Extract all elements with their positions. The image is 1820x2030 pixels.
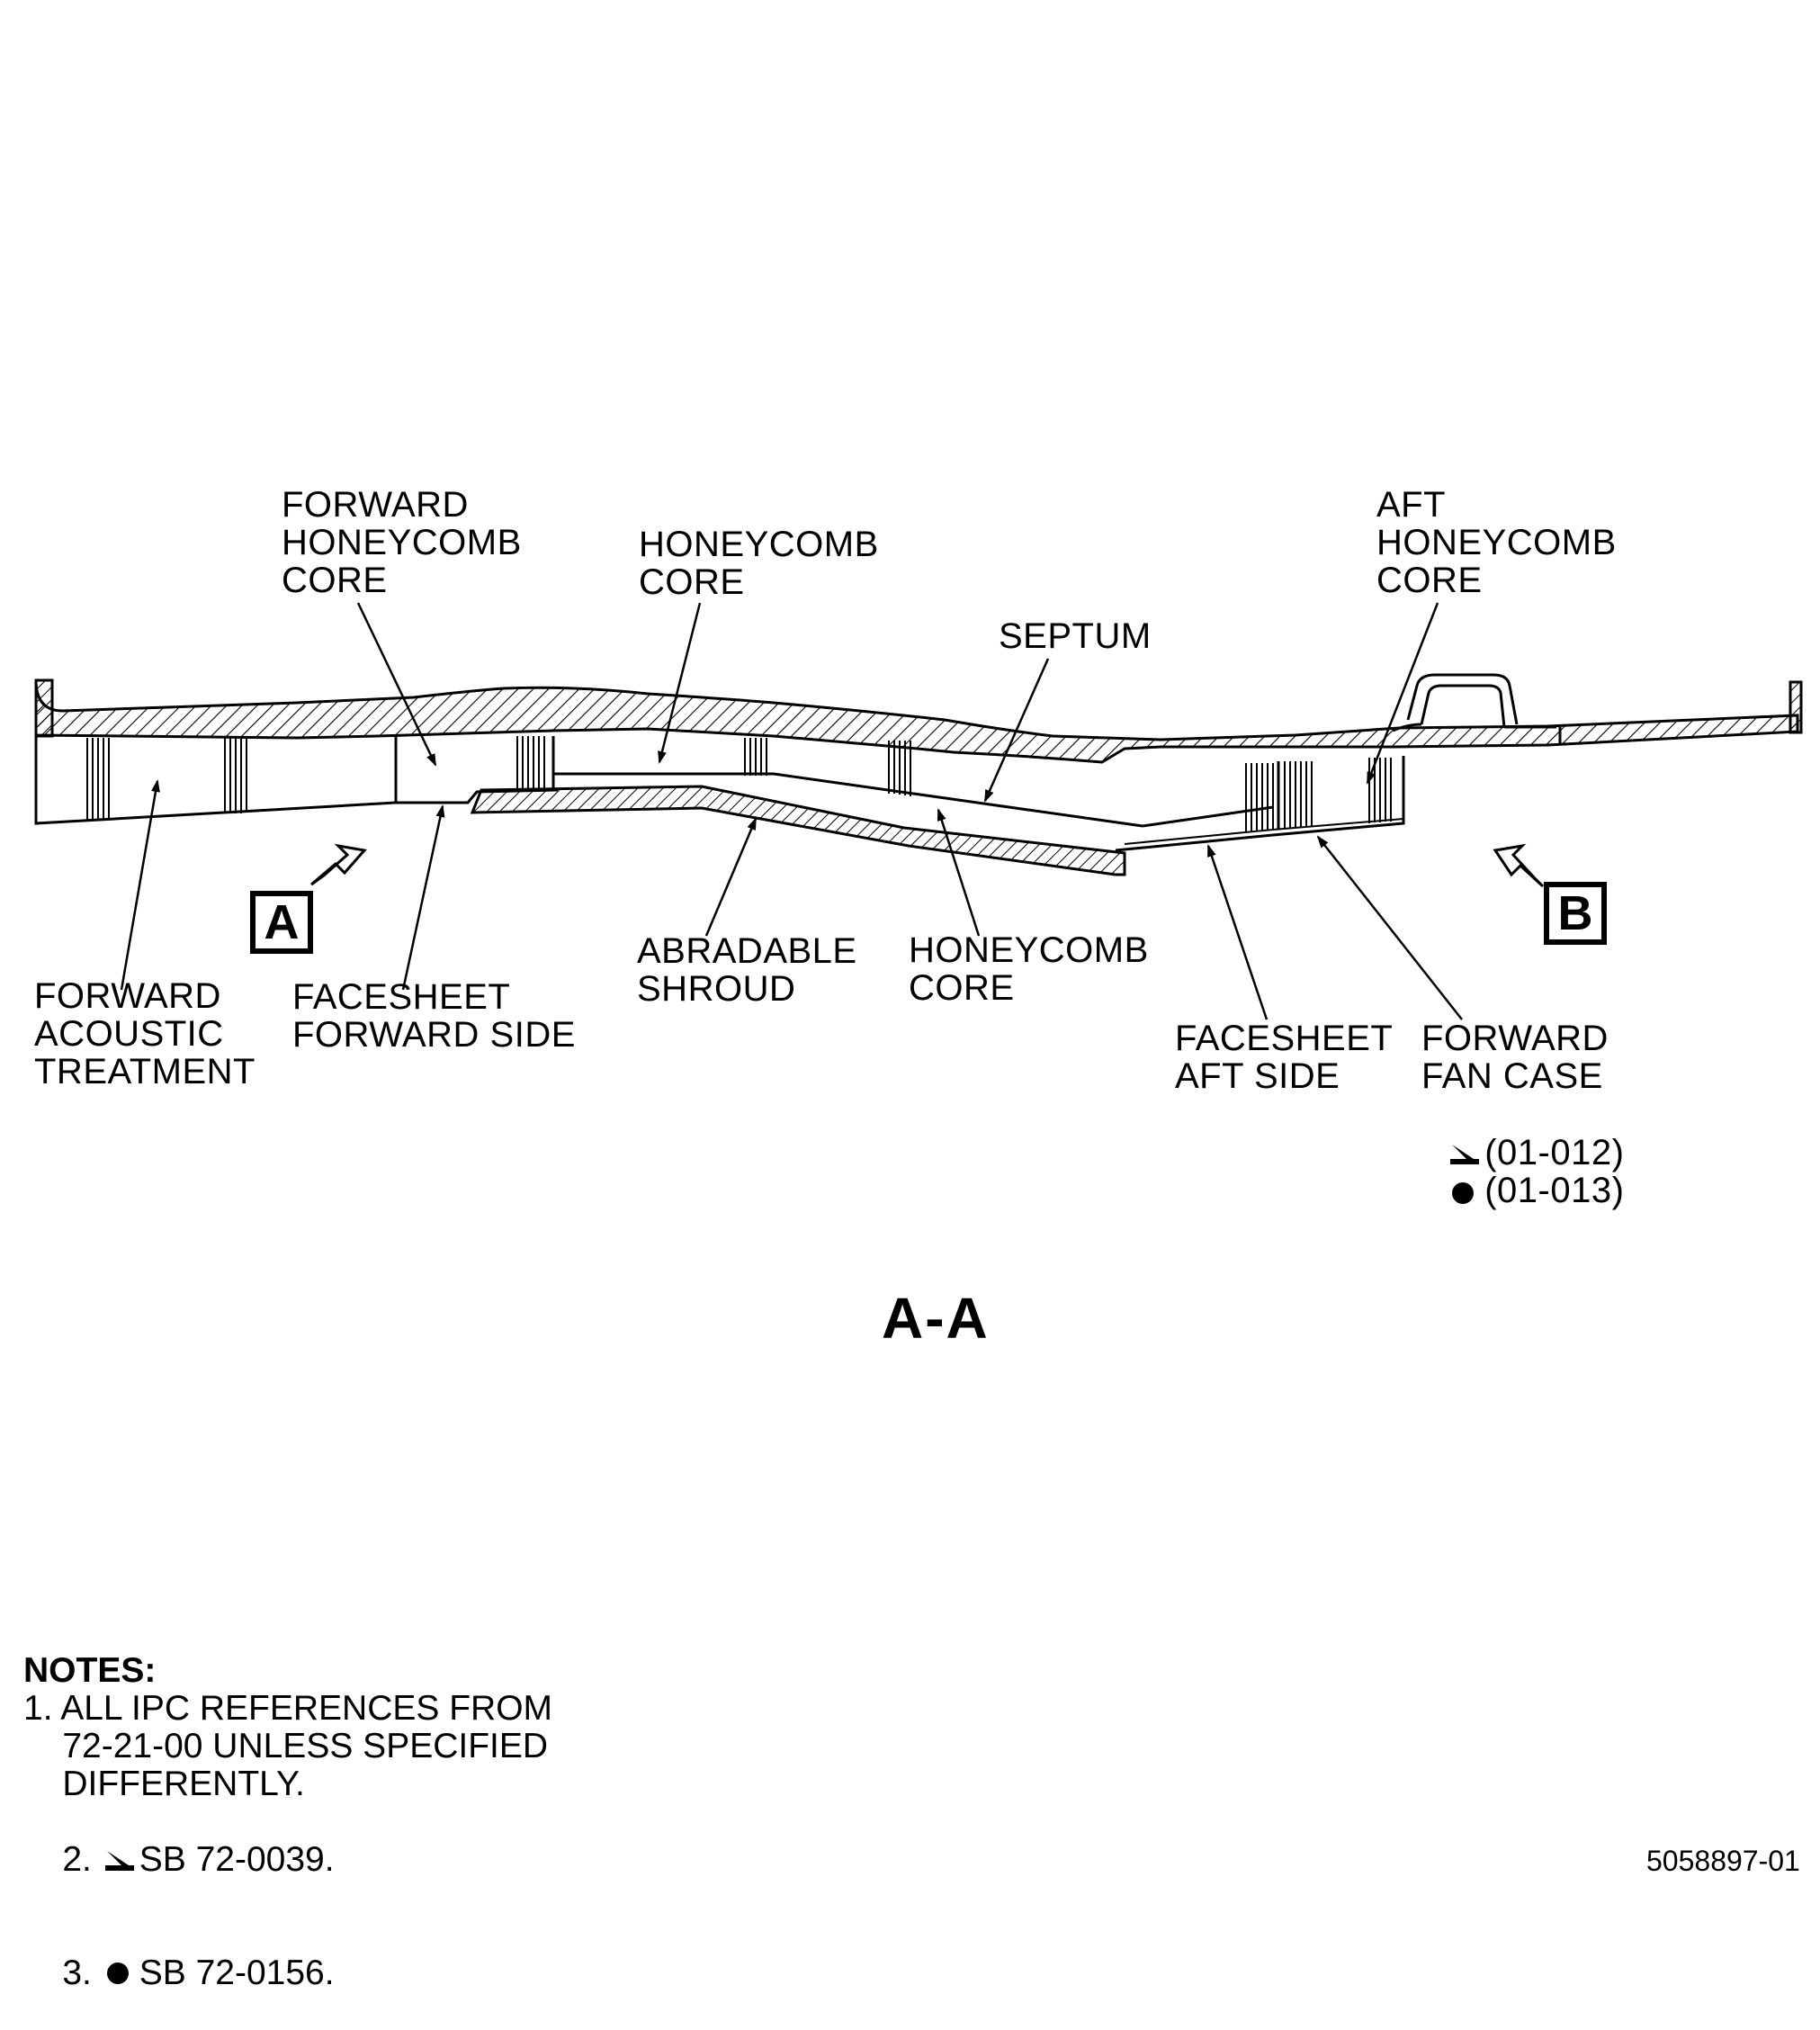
- label-forward-fan-case: FORWARD FAN CASE: [1421, 1019, 1609, 1096]
- detail-marker-a: A: [250, 891, 313, 954]
- detail-marker-b: B: [1544, 882, 1607, 945]
- note-3-number: 3.: [62, 1954, 102, 1992]
- view-arrow-b-icon: [1493, 843, 1545, 888]
- notes-header: NOTES:: [23, 1651, 157, 1690]
- figure-id: 5058897-01: [1646, 1845, 1800, 1877]
- hook-triangle-icon: [1450, 1145, 1480, 1164]
- label-septum: SEPTUM: [999, 616, 1152, 656]
- view-arrow-a-icon: [310, 843, 367, 886]
- forward-acoustic-treatment-panel: [34, 735, 398, 825]
- note-3-text: SB 72-0156.: [139, 1954, 335, 1992]
- cross-section-diagram: [34, 602, 1803, 1020]
- note-2-text: SB 72-0039.: [139, 1840, 335, 1879]
- fan-case-ref-row-2: (01-013): [1426, 1134, 1624, 1209]
- label-facesheet-forward-side: FACESHEET FORWARD SIDE: [292, 977, 576, 1055]
- hook-triangle-icon: [104, 1851, 134, 1871]
- abradable-shroud-liner: [470, 785, 1126, 876]
- label-honeycomb-core-lower: HONEYCOMB CORE: [909, 930, 1149, 1008]
- fan-case-ref-2: (01-013): [1484, 1171, 1625, 1210]
- label-forward-honeycomb-core: FORWARD HONEYCOMB CORE: [282, 485, 522, 600]
- fan-case-ref-1: (01-012): [1484, 1133, 1625, 1172]
- fan-case-ref-row-1: (01-012): [1426, 1096, 1624, 1172]
- forward-fan-case-shell: [34, 673, 1803, 764]
- label-facesheet-aft-side: FACESHEET AFT SIDE: [1175, 1019, 1394, 1096]
- note-1-line-2: 72-21-00 UNLESS SPECIFIED: [23, 1727, 549, 1765]
- leader-septum: [983, 658, 1050, 803]
- leader-forward-fan-case: [1316, 835, 1463, 1020]
- label-abradable-shroud: ABRADABLE SHROUD: [637, 931, 857, 1009]
- view-title: A-A: [882, 1286, 990, 1351]
- honeycomb-core-middle: [553, 738, 1143, 828]
- leader-abradable-shroud: [704, 817, 758, 937]
- note-2: 2. SB 72-0039.: [23, 1803, 552, 1917]
- label-honeycomb-core-upper: HONEYCOMB CORE: [639, 525, 879, 602]
- leader-aft-honeycomb-core: [1366, 602, 1439, 785]
- note-1-line-3: DIFFERENTLY.: [23, 1765, 305, 1803]
- leader-forward-acoustic-treatment: [120, 779, 160, 991]
- notes-block: NOTES: 1. ALL IPC REFERENCES FROM 72-21-…: [23, 1652, 552, 2030]
- leader-facesheet-forward-side: [401, 804, 445, 991]
- note-3: 3. SB 72-0156.: [23, 1917, 552, 2030]
- leader-facesheet-aft-side: [1206, 844, 1269, 1020]
- label-forward-acoustic-treatment: FORWARD ACOUSTIC TREATMENT: [34, 976, 256, 1091]
- label-aft-honeycomb-core: AFT HONEYCOMB CORE: [1376, 485, 1617, 600]
- note-1-line-1: 1. ALL IPC REFERENCES FROM: [23, 1689, 553, 1728]
- note-2-number: 2.: [62, 1840, 102, 1879]
- filled-circle-icon: [1452, 1182, 1475, 1204]
- filled-circle-icon: [106, 1963, 129, 1984]
- leader-honeycomb-core-upper: [658, 602, 702, 764]
- leader-forward-honeycomb-core: [356, 602, 437, 767]
- forward-honeycomb-core-region: [394, 735, 559, 804]
- leader-honeycomb-core-lower: [937, 808, 981, 937]
- leader-lines: [120, 602, 1463, 1020]
- aft-honeycomb-core-region: [1115, 756, 1405, 852]
